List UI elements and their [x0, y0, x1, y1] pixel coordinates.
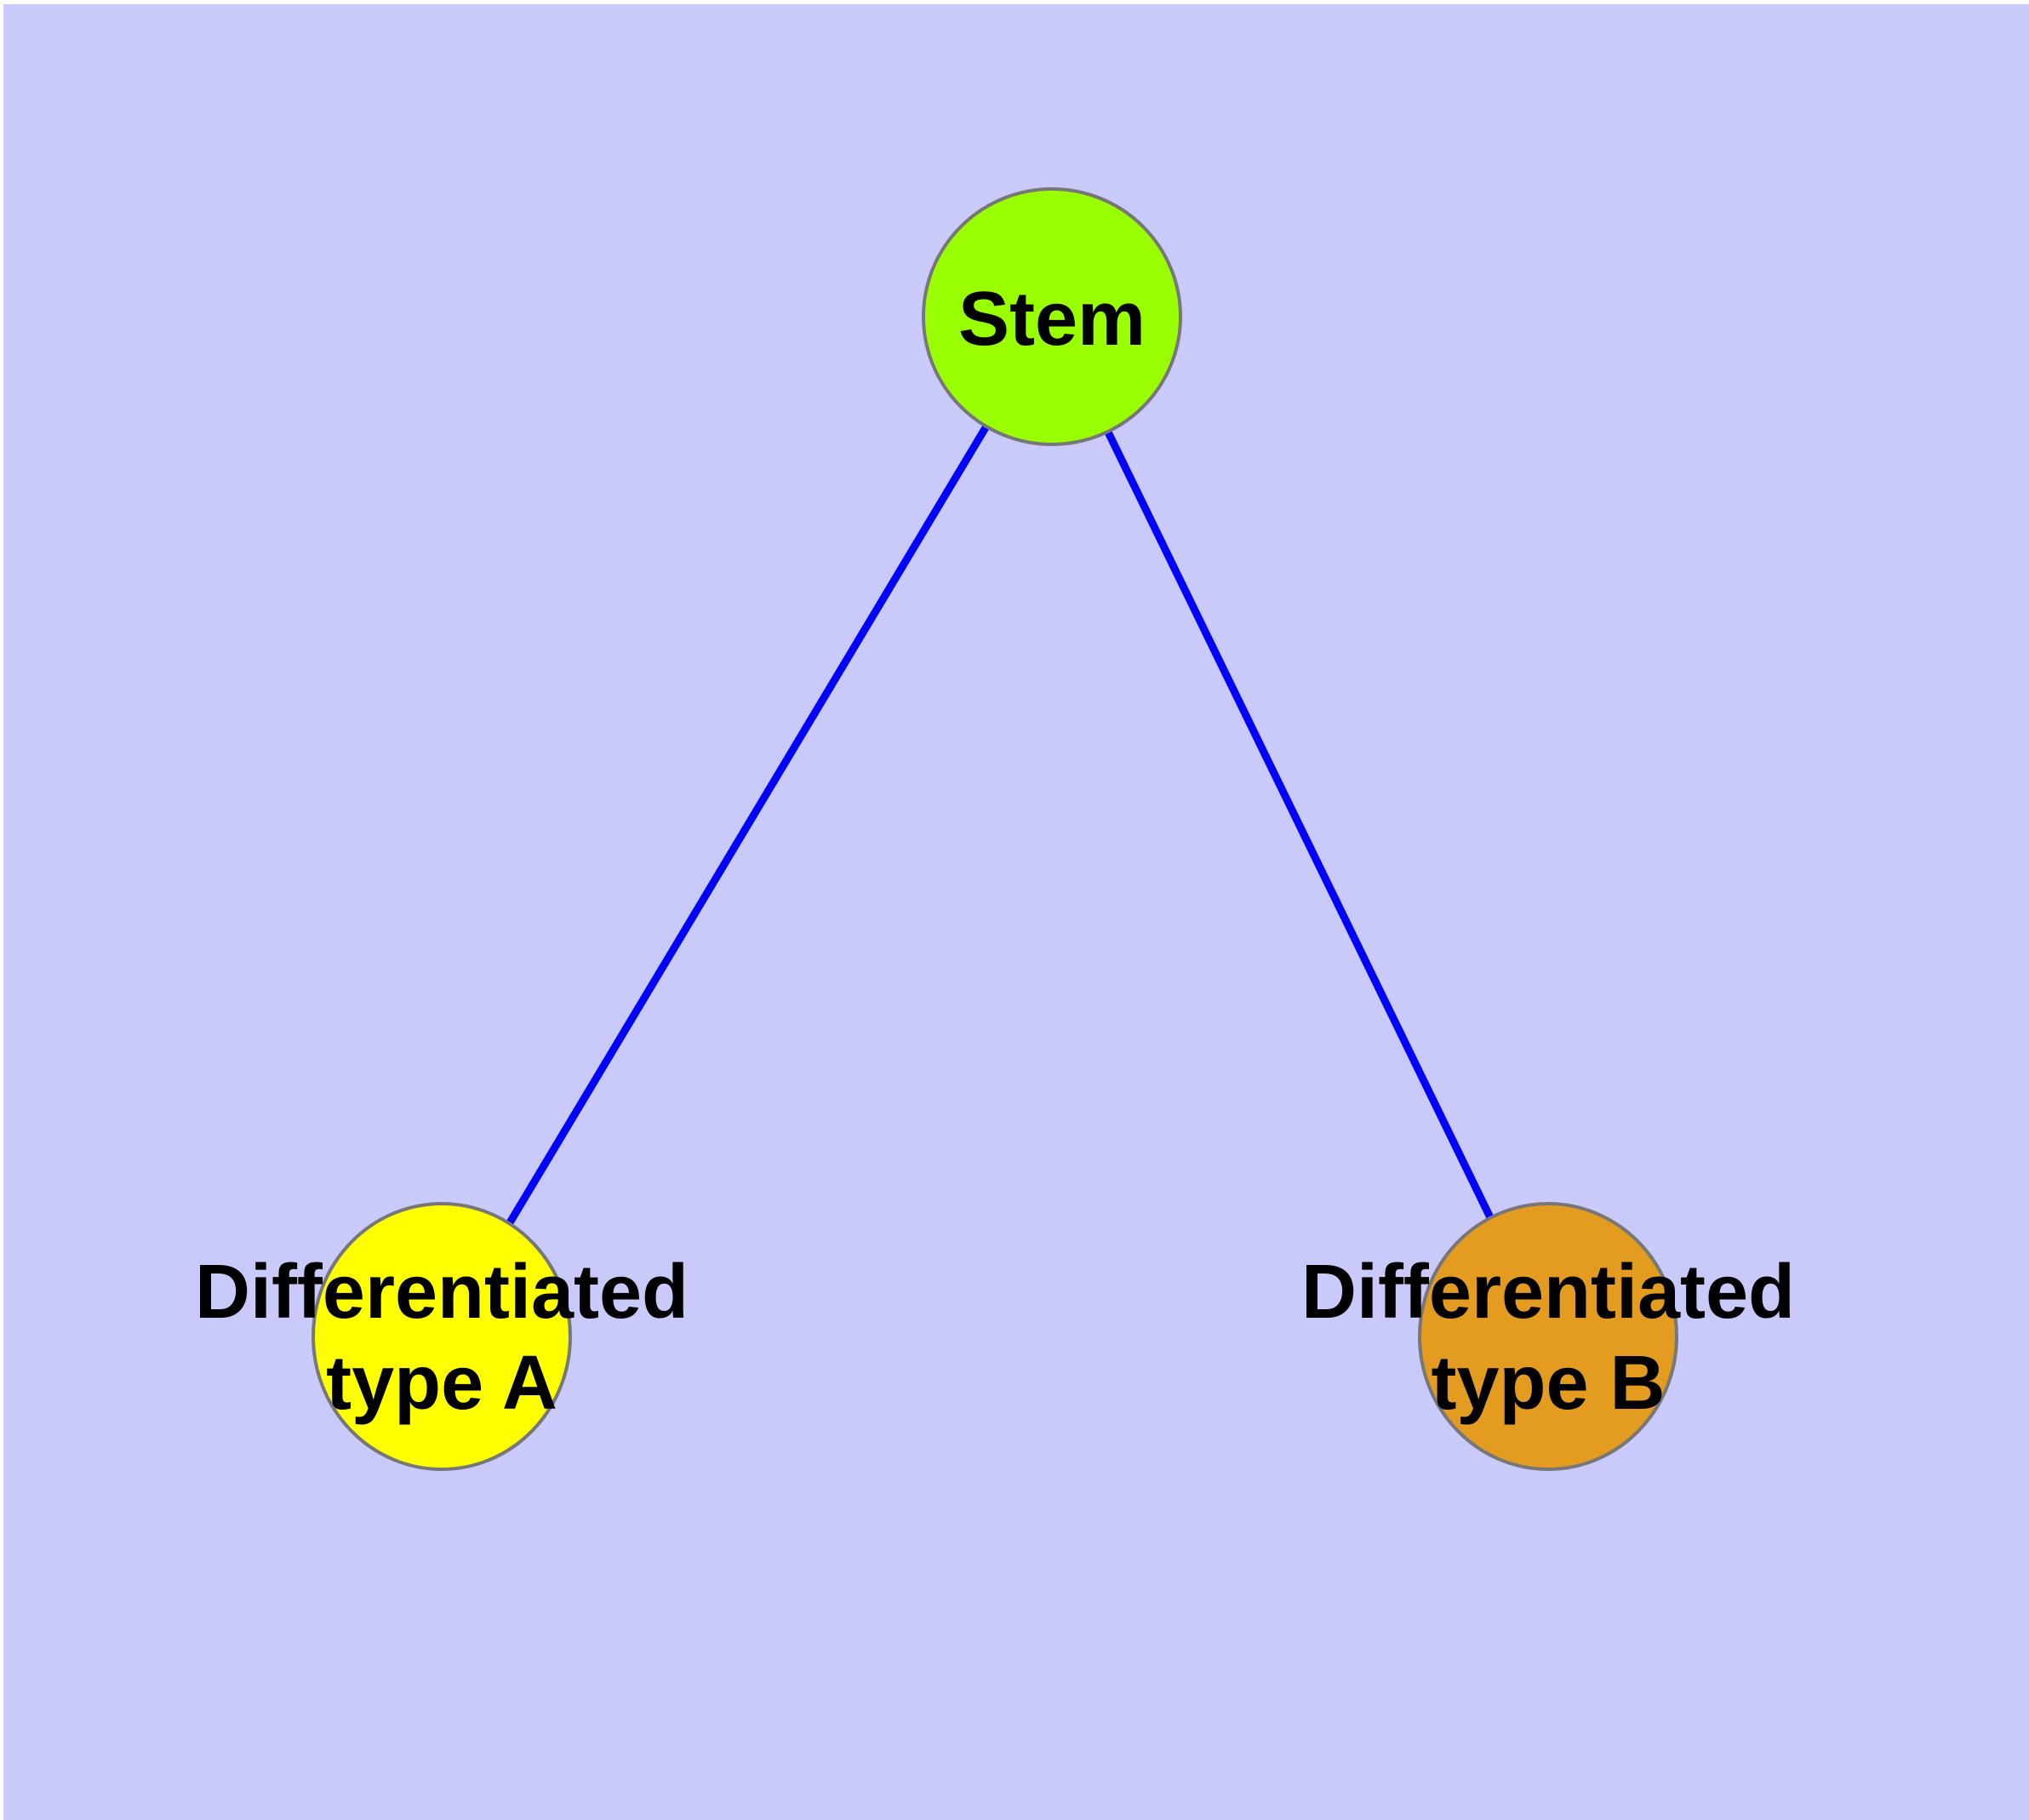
edge-stem-to-type-a	[438, 314, 1055, 1339]
node-type-b-circle	[1418, 1202, 1678, 1471]
node-type-a-circle	[311, 1202, 572, 1471]
node-stem-label: Stem	[958, 277, 1146, 362]
edge-stem-to-type-b	[1048, 315, 1552, 1338]
node-type-b-label-line1: Differentiated	[1301, 1250, 1795, 1335]
node-type-a-label-line1: Differentiated	[195, 1250, 689, 1335]
node-type-b-label-line2: type B	[1431, 1341, 1665, 1426]
node-type-a-label-line2: type A	[326, 1341, 557, 1426]
node-stem-circle	[922, 187, 1182, 446]
